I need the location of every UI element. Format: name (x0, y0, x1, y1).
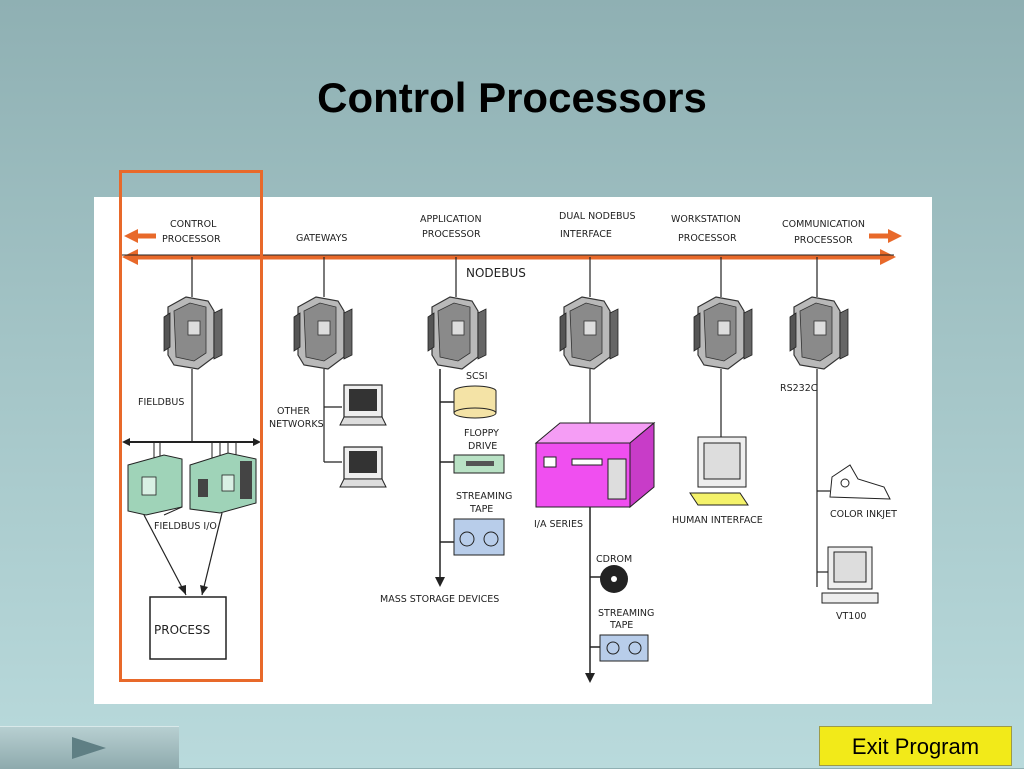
node-label-application-2: PROCESSOR (422, 229, 481, 240)
cdrom-disc (600, 565, 628, 593)
node-label-control-2: PROCESSOR (162, 234, 221, 245)
node-label-control-1: CONTROL (170, 219, 217, 230)
node-label-application-1: APPLICATION (420, 214, 482, 225)
process-box (149, 596, 227, 660)
human-interface-label: HUMAN INTERFACE (672, 515, 763, 526)
floppy-label-1: FLOPPY (464, 428, 499, 439)
other-networks-label-2: NETWORKS (269, 419, 324, 430)
workstation-processor-module (693, 296, 753, 370)
nodebus-label: NODEBUS (466, 266, 526, 280)
communication-processor-module (789, 296, 849, 370)
node-label-workstation-2: PROCESSOR (678, 233, 737, 244)
human-interface-terminal (689, 436, 749, 506)
node-label-dual-2: INTERFACE (560, 229, 612, 240)
floppy-drive (453, 454, 505, 474)
streaming-tape-label-2: TAPE (469, 504, 493, 515)
node-label-dual-1: DUAL NODEBUS (559, 211, 635, 222)
node-label-workstation-1: WORKSTATION (671, 214, 741, 225)
bus-arrows (122, 229, 902, 265)
dual-nodebus-module (559, 296, 619, 370)
floppy-label-2: DRIVE (468, 441, 497, 452)
fieldbus-io-modules (127, 452, 257, 516)
streaming-tape-2 (599, 634, 649, 662)
vt100-label: VT100 (836, 611, 866, 622)
scsi-label: SCSI (466, 371, 488, 382)
rs232-label: RS232C (780, 383, 818, 394)
node-label-communication-1: COMMUNICATION (782, 219, 865, 230)
streaming-tape-1 (453, 518, 505, 556)
fieldbus-io-label: FIELDBUS I/O (154, 521, 217, 532)
play-arrow-icon (72, 737, 106, 759)
ia-series-cabinet (534, 421, 656, 509)
process-label: PROCESS (154, 623, 210, 637)
cdrom-label: CDROM (596, 554, 632, 565)
network-diagram-svg: NODEBUS CONTROL PROCESSOR GATEWAYS APPLI… (122, 211, 902, 683)
application-processor-module (427, 296, 487, 370)
other-networks-label-1: OTHER (277, 406, 310, 417)
streaming-tape2-label-1: STREAMING (598, 608, 654, 619)
scsi-disk (453, 385, 497, 419)
network-pc-1 (339, 384, 387, 426)
streaming-tape2-label-2: TAPE (609, 620, 633, 631)
mass-storage-label: MASS STORAGE DEVICES (380, 594, 499, 605)
control-processor-module (163, 296, 223, 370)
gateway-module (293, 296, 353, 370)
color-inkjet-label: COLOR INKJET (830, 509, 897, 520)
next-slide-button[interactable] (0, 726, 179, 769)
node-label-communication-2: PROCESSOR (794, 235, 853, 246)
color-inkjet-printer (829, 464, 891, 500)
streaming-tape-label-1: STREAMING (456, 491, 512, 502)
ia-series-label: I/A SERIES (534, 519, 583, 530)
network-pc-2 (339, 446, 387, 488)
slide-title: Control Processors (317, 74, 707, 121)
network-diagram: NODEBUS CONTROL PROCESSOR GATEWAYS APPLI… (94, 197, 932, 704)
vt100-terminal (821, 546, 879, 604)
fieldbus-label: FIELDBUS (138, 397, 184, 408)
exit-program-button[interactable]: Exit Program (819, 726, 1012, 766)
node-label-gateways: GATEWAYS (296, 233, 347, 244)
